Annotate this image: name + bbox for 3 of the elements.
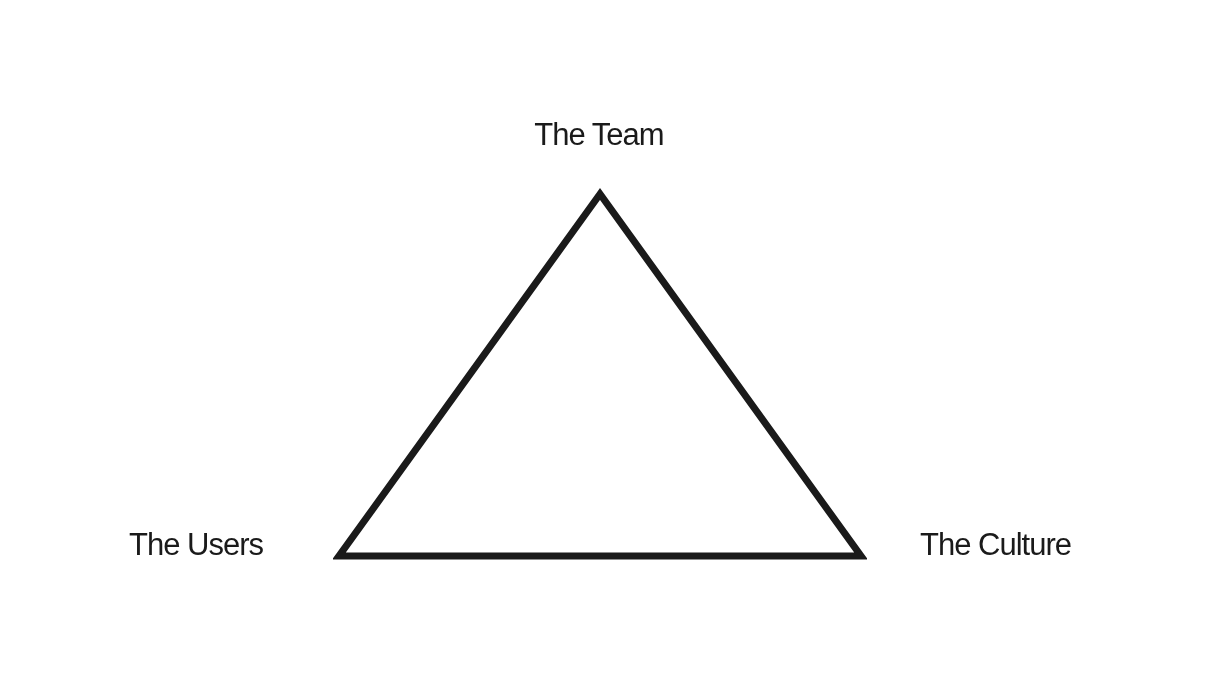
vertex-label: The Culture (920, 527, 1071, 562)
vertex-label: The Users (129, 527, 263, 562)
vertex-label: The Team (534, 117, 664, 152)
